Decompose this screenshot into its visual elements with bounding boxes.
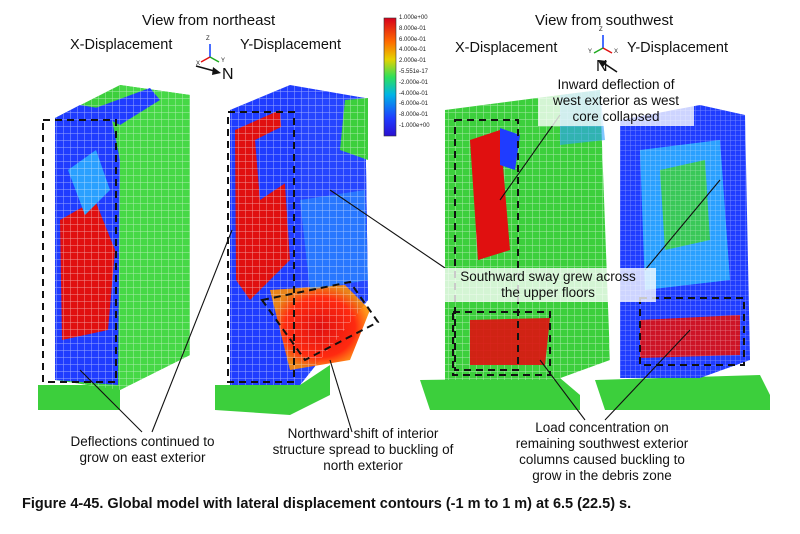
- building-sw-y-displacement: [595, 105, 770, 410]
- leader-load-left: [539, 359, 586, 421]
- leader-sway-left: [329, 189, 446, 269]
- figure-caption: Figure 4-45. Global model with lateral d…: [22, 496, 632, 512]
- axis-triad-southwest: [593, 35, 613, 54]
- legend-tick: 8.000e-01: [399, 25, 427, 32]
- building-ne-x-displacement: [38, 85, 190, 410]
- north-arrow-northeast: [195, 65, 221, 75]
- triad-ne-x-label: X: [196, 61, 201, 67]
- triad-sw-z-label: Z: [599, 27, 603, 33]
- leader-deflections-right: [151, 229, 233, 433]
- leader-lines: [79, 114, 721, 433]
- panel-label-sw-y: Y-Displacement: [627, 40, 729, 56]
- panel-label-sw-x: X-Displacement: [455, 40, 558, 56]
- annotation-load-concentration: Load concentration on remaining southwes…: [497, 420, 707, 484]
- legend-tick: 1.000e+00: [399, 15, 428, 21]
- annotation-line: north exterior: [323, 458, 403, 473]
- north-label-southwest: N: [596, 58, 608, 75]
- header-southwest: View from southwest: [535, 12, 674, 29]
- panel-label-ne-x: X-Displacement: [70, 37, 173, 53]
- annotation-line: core collapsed: [572, 109, 660, 124]
- annotation-southward-sway: Southward sway grew across the upper flo…: [440, 268, 656, 302]
- annotation-deflections: Deflections continued to grow on east ex…: [40, 434, 245, 466]
- annotation-line: columns caused buckling to: [519, 452, 685, 467]
- annotation-line: Inward deflection of: [557, 77, 675, 92]
- annotation-line: the upper floors: [501, 285, 595, 300]
- legend-tick: 6.000e-01: [399, 36, 427, 43]
- north-label-northeast: N: [222, 66, 234, 83]
- leader-load-right: [604, 329, 691, 421]
- legend-tick: -8.000e-01: [399, 112, 429, 119]
- annotation-line: Northward shift of interior: [287, 426, 439, 441]
- annotation-line: remaining southwest exterior: [515, 436, 689, 451]
- building-ne-y-displacement: [215, 85, 380, 415]
- header-northeast: View from northeast: [142, 12, 276, 29]
- leader-northward: [329, 359, 353, 433]
- annotation-line: grow in the debris zone: [532, 468, 672, 483]
- triad-ne-z-label: Z: [206, 36, 210, 42]
- triad-sw-x-label: X: [614, 49, 619, 55]
- axis-triad-northeast: [200, 44, 220, 63]
- triad-ne-y-label: Y: [221, 58, 226, 64]
- legend-tick: 4.000e-01: [399, 47, 427, 54]
- triad-sw-y-label: Y: [588, 49, 593, 55]
- legend-tick: -6.000e-01: [399, 101, 429, 108]
- building-sw-x-displacement: [420, 90, 610, 410]
- legend-tick-list: 1.000e+00 8.000e-01 6.000e-01 4.000e-01 …: [399, 15, 439, 134]
- annotation-line: Southward sway grew across: [460, 269, 636, 284]
- panel-label-ne-y: Y-Displacement: [240, 37, 342, 53]
- north-arrow-southwest: [599, 60, 618, 73]
- leader-deflections-left: [79, 369, 143, 433]
- annotation-line: grow on east exterior: [79, 450, 206, 465]
- legend-tick: -4.000e-01: [399, 90, 429, 97]
- leader-sway-right: [644, 179, 721, 271]
- annotation-line: structure spread to buckling of: [272, 442, 454, 457]
- annotation-line: Deflections continued to: [70, 434, 215, 449]
- color-legend: [383, 17, 397, 137]
- leader-inward: [499, 114, 561, 201]
- annotation-line: west exterior as west: [552, 93, 680, 108]
- legend-tick: -1.000e+00: [399, 122, 430, 129]
- annotation-northward-shift: Northward shift of interior structure sp…: [258, 426, 468, 474]
- annotation-line: Load concentration on: [535, 420, 669, 435]
- annotation-inward-deflection: Inward deflection of west exterior as we…: [538, 76, 694, 126]
- legend-tick: -2.000e-01: [399, 79, 429, 86]
- legend-tick: 2.000e-01: [399, 58, 427, 65]
- legend-tick: -5.551e-17: [399, 68, 429, 75]
